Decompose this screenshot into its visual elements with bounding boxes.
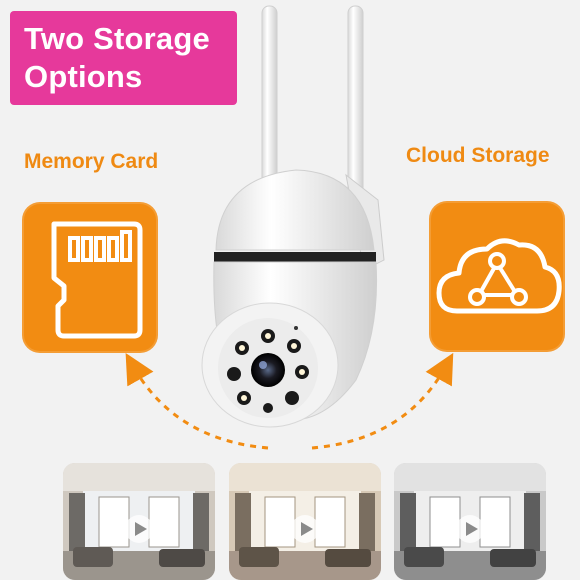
room-preview-1[interactable] [63, 463, 215, 580]
arrow-to-memory-card [125, 352, 269, 450]
headline-text: Two Storage Options [24, 21, 210, 94]
cloud-network-icon [436, 238, 562, 314]
memory-card-label: Memory Card [24, 150, 159, 173]
headline-banner: Two Storage Options [10, 11, 237, 105]
cloud-storage-tile [429, 201, 565, 352]
preview-strip [0, 463, 580, 580]
play-icon [466, 522, 478, 536]
memory-card-icon [51, 221, 143, 339]
room-preview-3[interactable] [394, 463, 546, 580]
room-preview-2[interactable] [229, 463, 381, 580]
memory-card-tile [22, 202, 158, 353]
security-camera-icon [201, 5, 385, 428]
play-icon [301, 522, 313, 536]
cloud-storage-label: Cloud Storage [406, 144, 550, 167]
arrow-to-cloud-storage [311, 352, 454, 450]
play-icon [135, 522, 147, 536]
